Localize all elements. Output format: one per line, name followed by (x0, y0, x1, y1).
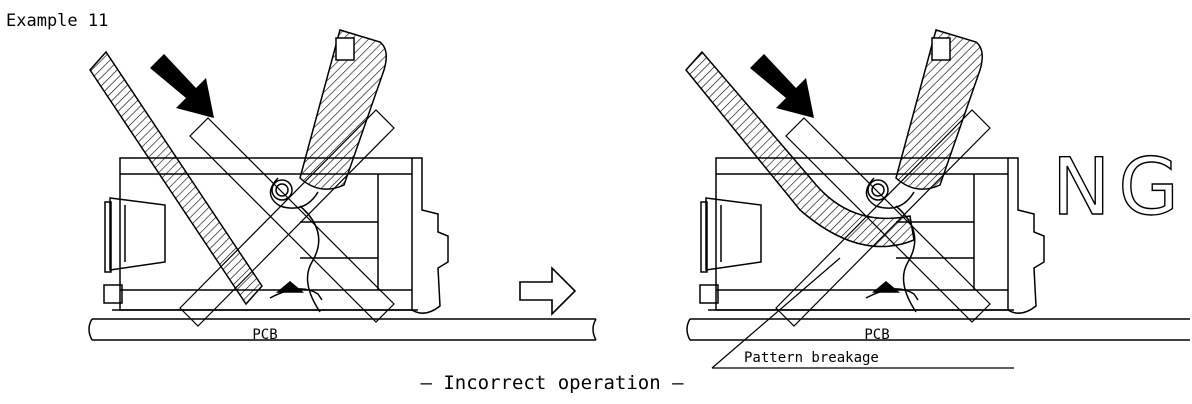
fpc-cable (89, 50, 263, 306)
right-figure (685, 29, 1190, 369)
right-pcb-label: PCB (864, 327, 889, 343)
caption: – Incorrect operation – (420, 372, 684, 394)
diagram-title: Example 11 (6, 11, 108, 31)
verdict-label: NG (1052, 143, 1187, 233)
right-arrow-icon (519, 266, 577, 316)
cross-mark-icon (775, 109, 991, 327)
fpc-cable (685, 50, 915, 248)
push-arrow-icon (750, 54, 814, 118)
pcb-board (686, 318, 1190, 341)
callout-label: Pattern breakage (744, 350, 879, 366)
pcb-board (88, 318, 597, 341)
left-figure (88, 29, 597, 341)
connector-housing (699, 157, 1045, 314)
left-pcb-label: PCB (252, 327, 277, 343)
cross-mark-icon (179, 109, 395, 327)
actuator-lever (865, 29, 983, 313)
push-arrow-icon (150, 54, 214, 118)
callout-leader (711, 257, 1014, 369)
actuator-lever (269, 29, 387, 313)
